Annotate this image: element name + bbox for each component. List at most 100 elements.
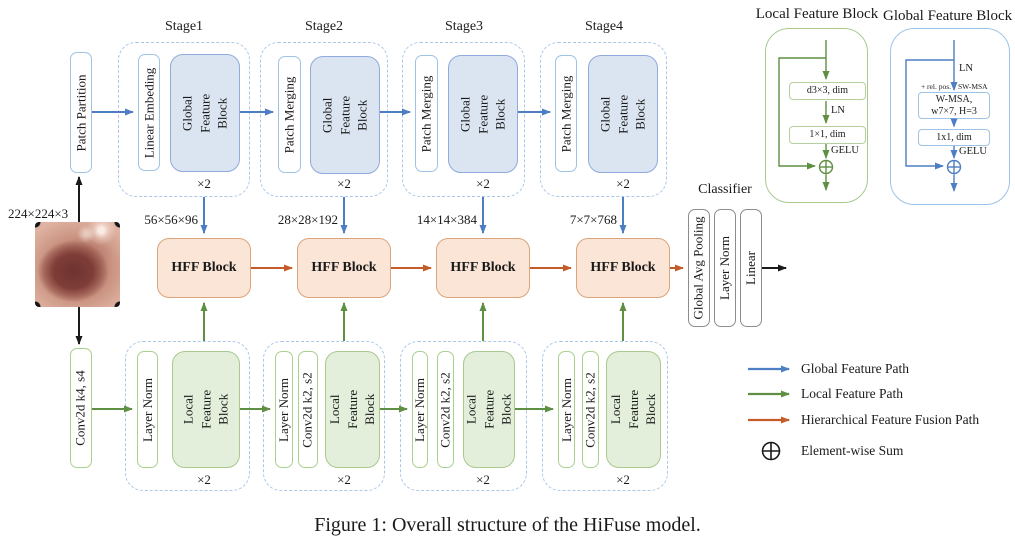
- stage-4-title: Stage4: [584, 19, 624, 34]
- local-3-layernorm-label: Layer Norm: [412, 377, 428, 442]
- global-block-detail-title: Global Feature Block: [883, 8, 1013, 24]
- legend-global-path-label: Global Feature Path: [801, 361, 909, 376]
- stage-2-repeat: ×2: [337, 176, 351, 191]
- local-stage-4-container: [542, 341, 668, 491]
- hff-block-3: HFF Block: [436, 238, 530, 298]
- global-detail-activation-label: GELU: [959, 146, 987, 157]
- classifier-title: Classifier: [698, 182, 752, 197]
- dim-label-stage3: 14×14×384: [416, 212, 477, 227]
- local-feature-block-4-label: Local Feature Block: [608, 390, 659, 429]
- local-3-layernorm-box: Layer Norm: [412, 351, 428, 468]
- local-3-conv-label: Conv2d k2, s2: [437, 371, 453, 448]
- global-feature-block-1-label: Global Feature Block: [179, 93, 230, 133]
- local-stage-3-container: [400, 341, 527, 491]
- local-detail-conv1-box: d3×3, dim: [789, 82, 866, 100]
- classifier-linear-label: Linear: [743, 251, 759, 285]
- figure-caption: Figure 1: Overall structure of the HiFus…: [314, 514, 701, 536]
- local-stage-2-container: [263, 341, 385, 491]
- legend-fusion-path-label: Hierarchical Feature Fusion Path: [801, 412, 980, 427]
- stage-3-repeat: ×2: [476, 176, 490, 191]
- linear-embedding-box: Linear Embeding: [138, 54, 160, 171]
- stage-1-title: Stage1: [164, 19, 204, 34]
- stage-1-repeat: ×2: [197, 176, 211, 191]
- legend-elementwise-sum-label: Element-wise Sum: [801, 443, 904, 458]
- global-detail-swmsa-label: SW-MSA: [958, 82, 988, 91]
- stage-2-title: Stage2: [304, 19, 344, 34]
- hff-block-3-label: HFF Block: [450, 260, 516, 275]
- local-feature-block-3-label: Local Feature Block: [463, 390, 514, 429]
- linear-embedding-label: Linear Embeding: [141, 67, 157, 158]
- classifier-layernorm-box: Layer Norm: [714, 209, 736, 327]
- local-feature-block-4: Local Feature Block: [606, 351, 661, 468]
- hff-block-2: HFF Block: [297, 238, 391, 298]
- local-detail-norm-label: LN: [831, 105, 845, 116]
- patch-merging-2-box: Patch Merging: [278, 56, 301, 173]
- local-3-conv-box: Conv2d k2, s2: [437, 351, 454, 468]
- local-4-layernorm-box: Layer Norm: [558, 351, 575, 468]
- local-detail-conv2-box: 1×1, dim: [789, 126, 866, 144]
- local-stage-3-repeat: ×2: [476, 472, 490, 487]
- legend-symbols: [748, 365, 790, 461]
- dim-label-stage2: 28×28×192: [277, 212, 338, 227]
- global-detail-attn-line1: W-MSA,: [935, 94, 973, 105]
- legend-local-path-label: Local Feature Path: [801, 386, 903, 401]
- local-feature-block-3: Local Feature Block: [463, 351, 515, 468]
- local-4-conv-box: Conv2d k2, s2: [582, 351, 599, 468]
- patch-merging-3-label: Patch Merging: [418, 75, 434, 152]
- global-feature-block-2-label: Global Feature Block: [319, 95, 370, 135]
- local-block-detail-panel: [765, 28, 868, 203]
- local-2-layernorm-label: Layer Norm: [276, 377, 292, 442]
- input-image: [35, 222, 120, 307]
- local-2-layernorm-box: Layer Norm: [275, 351, 293, 468]
- hff-block-4-label: HFF Block: [590, 260, 656, 275]
- dim-label-stage4: 7×7×768: [569, 212, 617, 227]
- legend-elementwise-sum-icon: [761, 441, 781, 461]
- local-stage-1-container: [125, 341, 250, 491]
- patch-merging-3-box: Patch Merging: [415, 55, 438, 172]
- classifier-gap-label: Global Avg Pooling: [691, 216, 707, 320]
- stage-3-title: Stage3: [444, 19, 484, 34]
- patch-partition-box: Patch Partition: [70, 52, 92, 173]
- local-feature-block-1: Local Feature Block: [172, 351, 240, 468]
- local-feature-block-1-label: Local Feature Block: [180, 390, 231, 429]
- local-stage-2-repeat: ×2: [337, 472, 351, 487]
- local-feature-block-2-label: Local Feature Block: [327, 390, 378, 429]
- global-feature-block-3: Global Feature Block: [448, 55, 518, 173]
- global-feature-block-3-label: Global Feature Block: [457, 94, 508, 134]
- patch-partition-label: Patch Partition: [73, 74, 89, 151]
- input-image-dims: 224×224×3: [8, 206, 69, 221]
- local-stage-1-repeat: ×2: [197, 472, 211, 487]
- global-feature-block-2: Global Feature Block: [310, 56, 380, 174]
- dim-label-stage1: 56×56×96: [144, 212, 198, 227]
- global-stage-4-container: [540, 42, 667, 197]
- circle: [761, 441, 781, 461]
- global-detail-norm-label: LN: [959, 63, 973, 74]
- hff-block-2-label: HFF Block: [311, 260, 377, 275]
- local-2-conv-label: Conv2d k2, s2: [300, 371, 316, 448]
- global-stage-3-container: [402, 42, 525, 197]
- global-detail-relpos-label: + rel. pos.: [920, 82, 951, 91]
- global-stage-2-container: [260, 42, 388, 197]
- patch-merging-4-label: Patch Merging: [558, 75, 574, 152]
- global-detail-attn-box: W-MSA, w7×7, H=3: [918, 92, 990, 119]
- local-1-layernorm-label: Layer Norm: [139, 377, 155, 442]
- classifier-linear-box: Linear: [740, 209, 762, 327]
- local-1-layernorm-box: Layer Norm: [137, 351, 158, 468]
- global-feature-block-1: Global Feature Block: [170, 54, 240, 172]
- global-feature-block-4: Global Feature Block: [588, 55, 658, 173]
- local-feature-block-2: Local Feature Block: [325, 351, 380, 468]
- stage-4-repeat: ×2: [616, 176, 630, 191]
- hff-block-4: HFF Block: [576, 238, 670, 298]
- global-stage-1-container: [118, 42, 250, 197]
- global-feature-block-4-label: Global Feature Block: [597, 94, 648, 134]
- patch-merging-4-box: Patch Merging: [555, 55, 577, 172]
- patch-merging-2-label: Patch Merging: [281, 76, 297, 153]
- local-block-detail-title: Local Feature Block: [755, 6, 879, 22]
- conv-stem-label: Conv2d k4, s4: [73, 370, 89, 446]
- local-2-conv-box: Conv2d k2, s2: [298, 351, 318, 468]
- classifier-gap-box: Global Avg Pooling: [688, 209, 710, 327]
- hff-block-1: HFF Block: [157, 238, 251, 298]
- local-stage-4-repeat: ×2: [616, 472, 630, 487]
- global-detail-attn-line2: w7×7, H=3: [931, 105, 977, 117]
